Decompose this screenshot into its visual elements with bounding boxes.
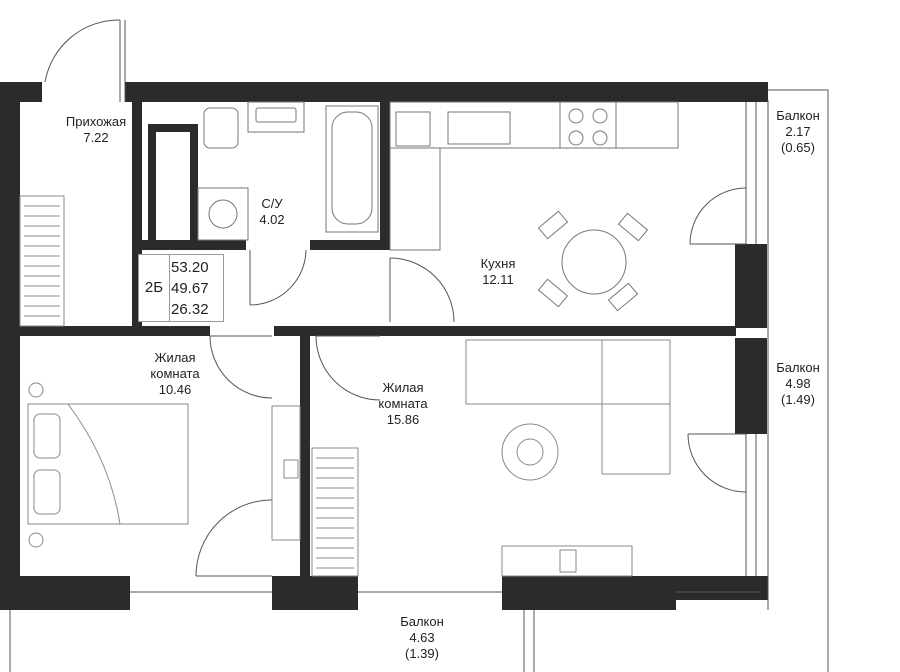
room-label-bathroom: С/У 4.02	[244, 196, 300, 228]
room-area: 4.02	[259, 212, 285, 227]
balcony-label-living: Балкон 4.98 (1.49)	[768, 360, 828, 408]
balcony-area: 4.63	[409, 630, 435, 645]
interior-walls	[0, 102, 736, 578]
room-label-kitchen: Кухня 12.11	[470, 256, 526, 288]
living-area: 26.32	[171, 301, 209, 318]
room-name: Кухня	[480, 256, 516, 271]
room-name-line1: Жилая	[382, 380, 424, 395]
balcony-area: 4.98	[785, 376, 811, 391]
room-name: Прихожая	[65, 114, 127, 129]
room-area: 7.22	[83, 130, 109, 145]
bedroom-furniture	[27, 382, 301, 548]
room-label-hallway: Прихожая 7.22	[50, 114, 142, 146]
doors	[44, 19, 747, 577]
balcony-reduced-area: (1.49)	[781, 392, 815, 407]
room-area: 15.86	[386, 412, 420, 427]
room-name-line1: Жилая	[154, 350, 196, 365]
balcony-area: 2.17	[785, 124, 811, 139]
balcony-label-kitchen: Балкон 2.17 (0.65)	[768, 108, 828, 156]
room-area: 10.46	[158, 382, 192, 397]
apartment-summary-box: 2Б 53.20 49.67 26.32	[138, 254, 224, 322]
balcony-reduced-area: (1.39)	[405, 646, 439, 661]
area-without-balconies: 49.67	[171, 280, 209, 297]
balcony-name: Балкон	[776, 108, 820, 123]
room-area: 12.11	[482, 272, 514, 287]
balcony-name: Балкон	[400, 614, 444, 629]
apartment-areas: 53.20 49.67 26.32	[171, 257, 209, 320]
room-label-bedroom: Жилая комната 10.46	[140, 350, 210, 398]
balcony-reduced-area: (0.65)	[781, 140, 815, 155]
kitchen-fixtures	[389, 101, 679, 312]
total-area: 53.20	[171, 259, 209, 276]
balcony-name: Балкон	[776, 360, 820, 375]
hallway-wardrobe	[19, 195, 65, 327]
room-name: С/У	[261, 196, 283, 211]
balcony-outlines	[9, 89, 829, 672]
bathroom-fixtures	[197, 101, 379, 241]
apartment-type: 2Б	[139, 255, 170, 321]
balcony-label-bottom: Балкон 4.63 (1.39)	[390, 614, 454, 662]
room-name-line2: комната	[150, 366, 200, 381]
living-room-furniture	[311, 339, 671, 577]
room-name-line2: комната	[378, 396, 428, 411]
room-label-living-room: Жилая комната 15.86	[368, 380, 438, 428]
exterior-walls	[0, 82, 768, 610]
